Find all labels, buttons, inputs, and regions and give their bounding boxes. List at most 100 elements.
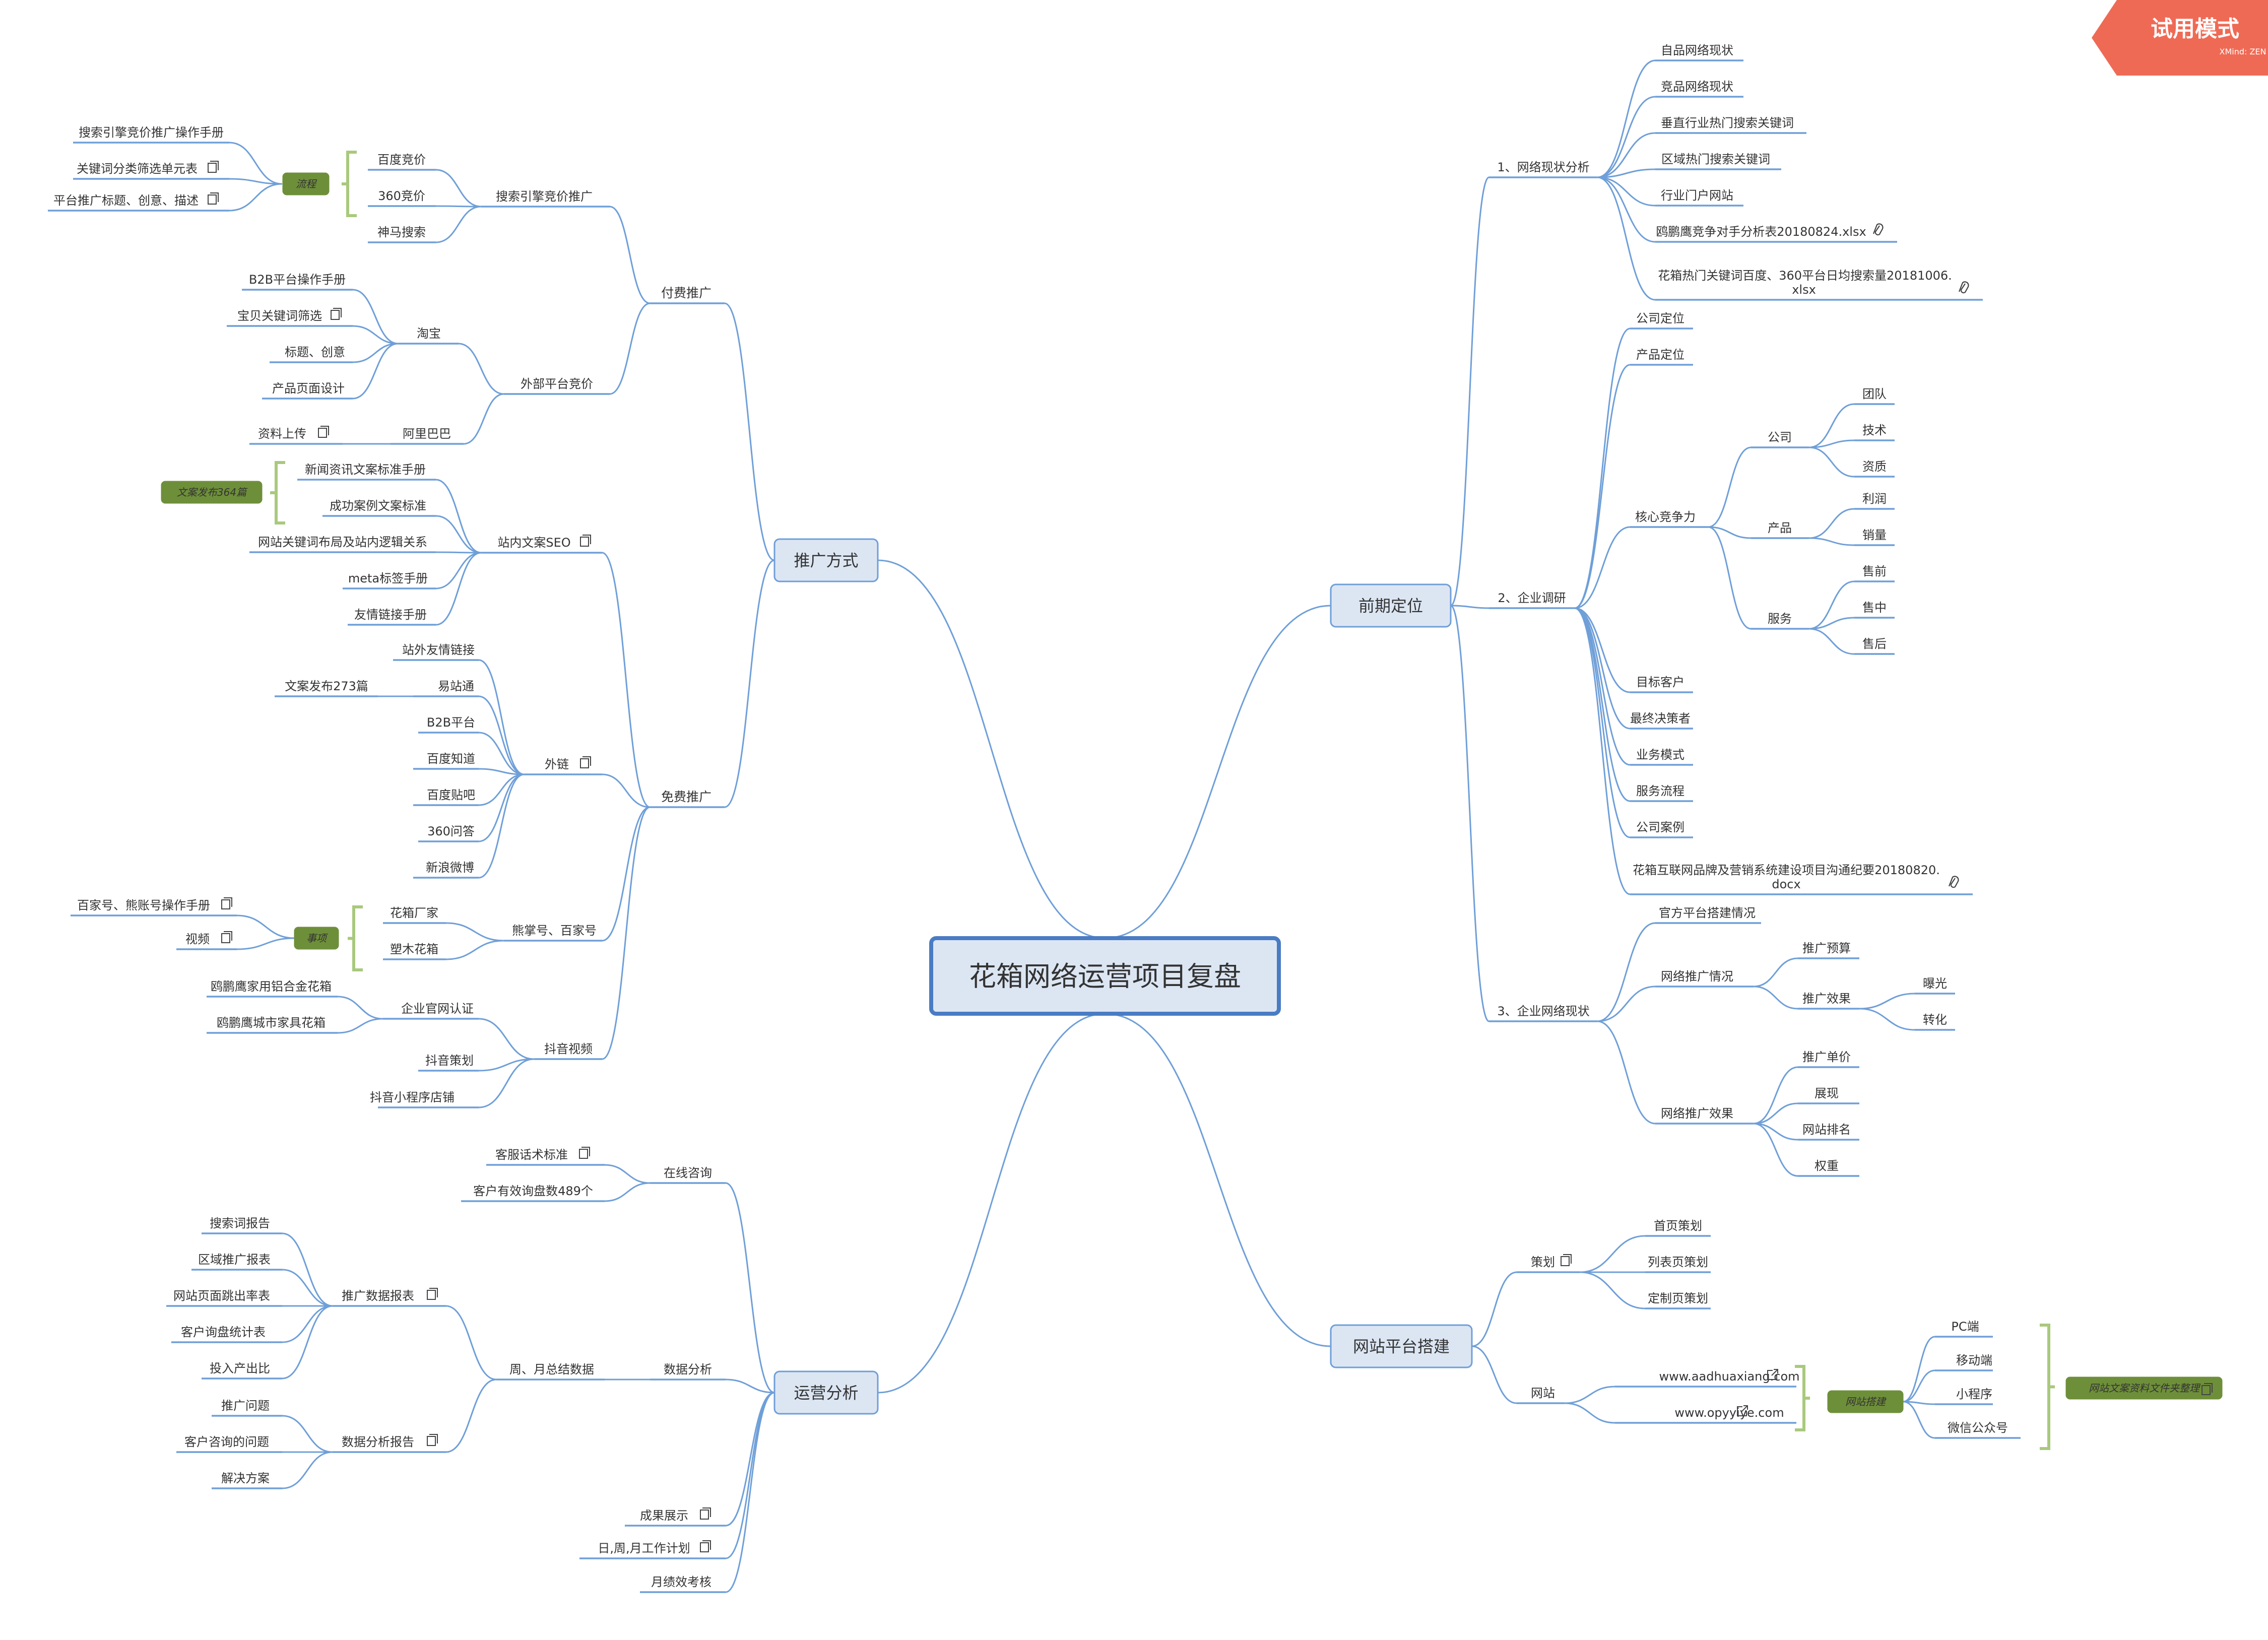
- node-ffegblkypirz[interactable]: 业务模式: [1630, 748, 1693, 766]
- paperclip-icon[interactable]: [1948, 876, 1959, 888]
- node-p5do9l[interactable]: 网站: [1517, 1386, 1565, 1404]
- node-hg1kdkptdofl[interactable]: 塑木花箱: [383, 942, 446, 960]
- node-rwkk2hfeyfmo[interactable]: 资料上传: [249, 426, 343, 445]
- node-k1cjn2g7akggjhhgne[interactable]: 数据分析报告: [333, 1434, 446, 1453]
- node-fjbgqpu45twirlqrkx[interactable]: 产品页面设计: [262, 381, 353, 400]
- node-g37tgurm5g7aol7od7sg9ggl[interactable]: 关键词分类筛选单元表: [73, 161, 229, 180]
- node-o3fgbsoa7[interactable]: 移动端: [1935, 1353, 1993, 1371]
- node-kcop2hk08pabkl4[interactable]: 月绩效考核: [640, 1575, 726, 1593]
- note-icon[interactable]: [208, 161, 219, 173]
- node-qx8ffetm0jefp5do9l[interactable]: 行业门户网站: [1655, 188, 1743, 207]
- node-3b3b3b1a33343d3d2x3d2t1a[interactable]: www.opyyiye.com: [1615, 1405, 1796, 1424]
- node-jrwopuis5jwuo9qfljjooinz[interactable]: 搜索引擎竞价推广: [481, 189, 610, 208]
- paperclip-icon[interactable]: [1958, 281, 1969, 294]
- node-i8lmuo[interactable]: 展现: [1798, 1086, 1859, 1104]
- node-nhqkjri3mjef[interactable]: 目标客户: [1630, 675, 1693, 693]
- note-icon[interactable]: [1561, 1254, 1572, 1266]
- node-k1cjn2g7akgg[interactable]: 数据分析: [650, 1362, 726, 1381]
- note-icon[interactable]: [221, 897, 232, 909]
- node-312t382pkjroe6jezg3w[interactable]: meta标签手册: [343, 571, 436, 589]
- node-v8lv9rvaoi46n54telglkssx[interactable]: 鸥鹏鹰家用铝合金花箱: [207, 979, 338, 998]
- node-1u1e1uinngkw[interactable]: B2B平台: [418, 715, 479, 734]
- node-fkorw9jooinz[interactable]: 付费推广: [650, 286, 725, 304]
- node-jooinzgglflj[interactable]: 推广单价: [1798, 1050, 1859, 1068]
- node-jdckgsi8lny2[interactable]: 成果展示: [625, 1507, 726, 1527]
- node-v8lv9rvaoo9qfihi61jezg7a[interactable]: 鸥鹏鹰竞争对手分析表20180824.xlsx: [1655, 223, 1897, 243]
- node-jooinzu4koev[interactable]: 推广预算: [1798, 941, 1859, 959]
- node-p5dp24jooinzk08kgs[interactable]: 网络推广效果: [1655, 1106, 1754, 1125]
- node-jrwopuis5jwuo9qfljjooinz[interactable]: 搜索引擎竞价推广操作手册: [73, 125, 229, 144]
- node-gtqglq[interactable]: 售后: [1854, 637, 1895, 655]
- external-link-icon[interactable]: [1767, 1369, 1778, 1380]
- node-nemip2rw4gmf[interactable]: 百度贴吧: [413, 788, 479, 806]
- node-jrwopurm5jhhgne[interactable]: 搜索词报告: [202, 1216, 282, 1234]
- note-icon[interactable]: [331, 308, 342, 320]
- note-icon[interactable]: [580, 756, 591, 768]
- node-od2g7m[interactable]: 策划: [1517, 1254, 1580, 1273]
- node-go89hdkcoj0bp1vk1cjn2[interactable]: 周、月总结数据: [496, 1362, 605, 1381]
- node-gtqffx[interactable]: 售中: [1854, 601, 1895, 619]
- note-icon[interactable]: [580, 535, 591, 547]
- node-h7sp1bgq0rmq[interactable]: 在线咨询: [650, 1166, 726, 1184]
- node-hlitfi[interactable]: 外链: [524, 756, 602, 775]
- node-i6no3viof[interactable]: 小程序: [1935, 1387, 1993, 1405]
- note-icon[interactable]: [221, 931, 232, 943]
- node-iwefs1g30fmfgl3[interactable]: 微信公众号: [1935, 1421, 2021, 1439]
- node-g25rw9jooinz[interactable]: 免费推广: [650, 790, 725, 808]
- node-g7rqy0u45od2g7m[interactable]: 列表页策划: [1645, 1255, 1711, 1273]
- node-nemip2nolsib[interactable]: 百度知道: [413, 752, 479, 770]
- root-topic[interactable]: 花箱网络运营项目复盘: [929, 936, 1281, 1016]
- node-mfejnwgl39hdnemi46gl3[interactable]: 熊掌号、百家号: [504, 924, 602, 942]
- node-i3eg8mu45od2g7m[interactable]: 定制页策划: [1645, 1291, 1711, 1309]
- node-g89lnq[interactable]: 利润: [1854, 492, 1895, 510]
- note-icon[interactable]: [318, 426, 329, 438]
- node-nemip2o9qflj[interactable]: 百度竞价: [368, 153, 436, 171]
- node-p5do9ljo2glp[interactable]: 网站排名: [1798, 1123, 1859, 1141]
- node-k34tmjrwkrlbk1zklkkjrg5i[interactable]: 新闻资讯文案标准手册: [297, 463, 436, 481]
- node-1f9hdfltffep5dp24muomnq[interactable]: 3、企业网络现状: [1489, 1004, 1597, 1022]
- summary-tag[interactable]: 网站文案资料文件夹整理: [2065, 1376, 2223, 1400]
- node-k34lm2iweggq[interactable]: 新浪微博: [413, 861, 479, 879]
- node-r8jg4zk3dklk[interactable]: 解决方案: [212, 1471, 282, 1489]
- node-jooinzk1cjn2jhhqy0[interactable]: 推广数据报表: [333, 1288, 446, 1307]
- summary-tag[interactable]: 事项: [294, 927, 339, 950]
- node-gjvj45tfijoljezg3w[interactable]: 友情链接手册: [348, 608, 436, 626]
- node-gtqg99[interactable]: 售前: [1854, 564, 1895, 582]
- node-kctgbl[interactable]: 服务: [1751, 612, 1809, 630]
- main-topic-2[interactable]: 前期定位: [1330, 583, 1452, 628]
- node-o9qgqpp5dp24muomnq[interactable]: 竞品网络现状: [1655, 80, 1743, 98]
- node-3b3b3b1a2p2p2s2w392p3c2x[interactable]: www.aadhuaxiang.com: [1615, 1369, 1800, 1388]
- summary-tag[interactable]: 流程: [282, 172, 330, 195]
- node-i3mjefrmqnh4p27rkxqy0[interactable]: 客户询盘统计表: [171, 1325, 282, 1343]
- node-jdcgbjklkfpnk1zklkkjrg5i[interactable]: 成功案例文案标准: [322, 499, 436, 517]
- node-ptdoflfiqpckp5dgqpmksgju[interactable]: 花箱互联网品牌及营销系统建设项目沟通纪要20180820.docx: [1630, 863, 1973, 895]
- summary-tag[interactable]: 文案发布364篇: [161, 481, 263, 504]
- node-i3hrvhg37tgurm5od7sg9[interactable]: 宝贝关键词筛选: [227, 308, 353, 327]
- node-nz2ui4jrwopu[interactable]: 神马搜索: [368, 225, 436, 243]
- note-icon[interactable]: [700, 1507, 711, 1520]
- node-k5vo9lsgq[interactable]: 易站通: [413, 679, 479, 697]
- node-1d9hdp5dp24muomnqg7akgg[interactable]: 1、网络现状分析: [1489, 160, 1597, 178]
- node-o9lhligjvj45tfijol[interactable]: 站外友情链接: [393, 643, 479, 661]
- node-kl4iwzo9qfihgbf[interactable]: 核心竞争力: [1630, 510, 1708, 528]
- note-icon[interactable]: [208, 192, 219, 205]
- main-topic-3[interactable]: 网站平台搭建: [1330, 1324, 1473, 1368]
- node-tofsssik4ik4[interactable]: 阿里巴巴: [391, 427, 464, 445]
- node-fltffei3cp5drl0rlt[interactable]: 企业官网认证: [383, 1002, 479, 1020]
- node-rwkrvs[interactable]: 资质: [1854, 460, 1895, 478]
- node-jooinztm6u54[interactable]: 推广问题: [212, 1399, 282, 1417]
- node-uc6u45od2g7m[interactable]: 首页策划: [1645, 1219, 1711, 1237]
- node-jh2u0ji6no3viofiontfe[interactable]: 抖音小程序店铺: [370, 1090, 479, 1108]
- node-r7qu4x[interactable]: 视频: [176, 931, 237, 950]
- note-icon[interactable]: [579, 1147, 590, 1159]
- node-g30gl4[interactable]: 公司: [1751, 430, 1809, 448]
- node-1e9hdfltffernnnpw[interactable]: 2、企业调研: [1489, 591, 1575, 609]
- node-k1zklkgk1ikj1e1j1fog7[interactable]: 文案发布273篇: [275, 679, 378, 697]
- node-h5utnj[interactable]: 团队: [1854, 387, 1895, 405]
- node-tfkssv[interactable]: 销量: [1854, 528, 1895, 546]
- node-jggkdr[interactable]: 技术: [1854, 423, 1895, 441]
- note-icon[interactable]: [427, 1434, 438, 1446]
- node-1f1i1ctm6od0[interactable]: 360问答: [418, 824, 479, 842]
- node-kebsst[interactable]: 权重: [1798, 1159, 1859, 1177]
- main-topic-1[interactable]: 运营分析: [773, 1370, 879, 1415]
